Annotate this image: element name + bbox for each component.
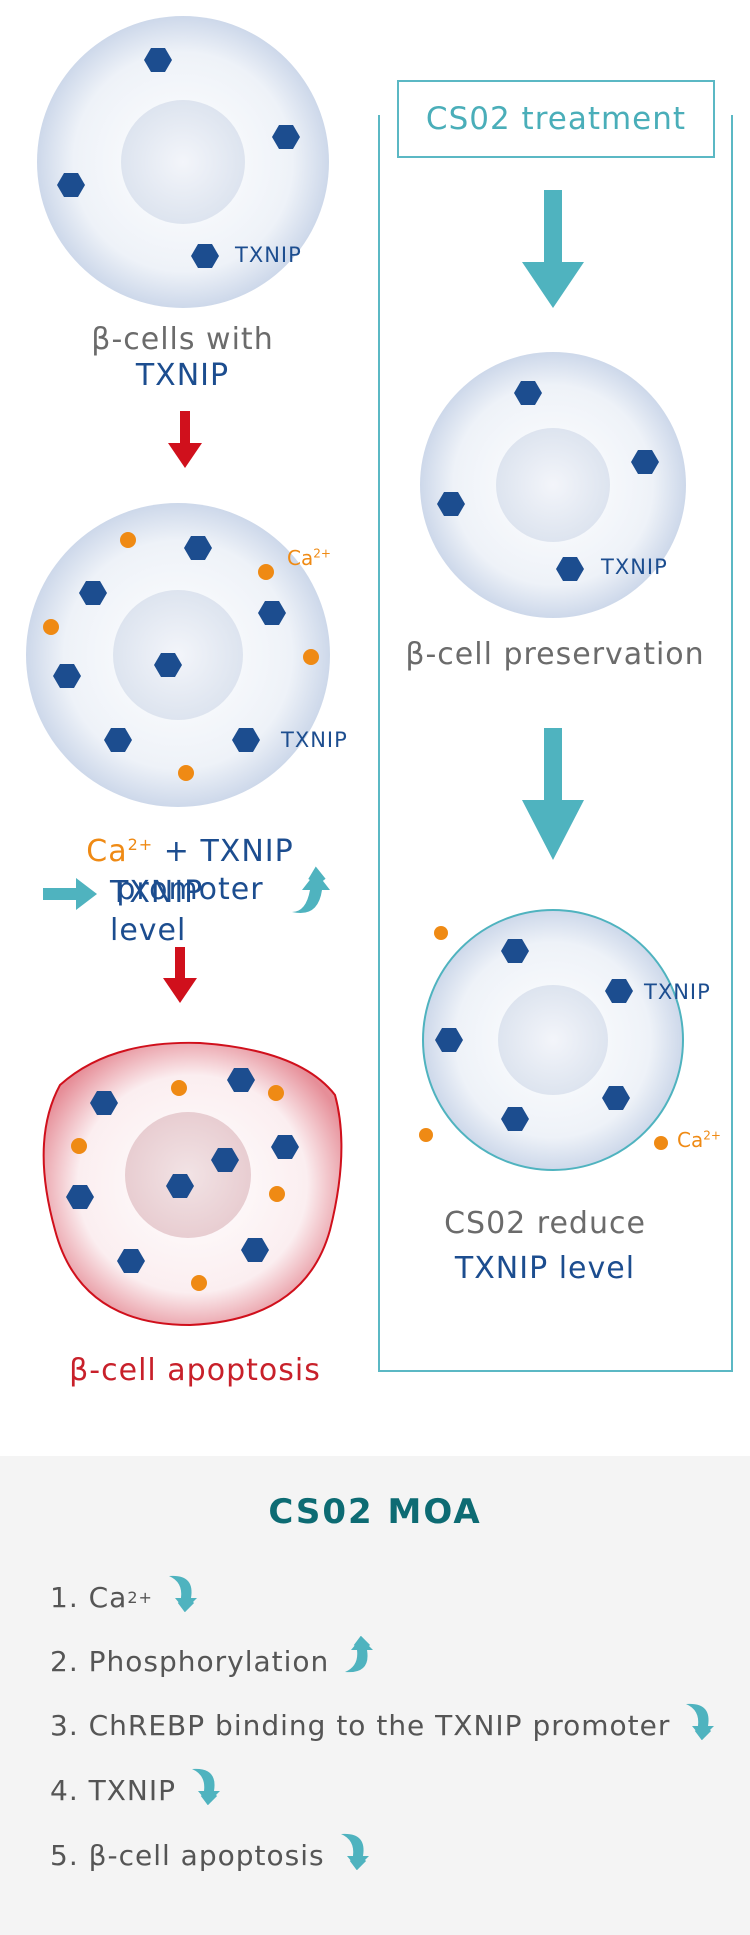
cell3-caption: β-cell apoptosis	[69, 1353, 321, 1388]
cell1-caption-line1: β-cells with	[91, 322, 274, 357]
reduced-txnip-beta-cell	[419, 909, 684, 1171]
moa-item-5: 5. β-cell apoptosis	[50, 1830, 373, 1881]
cell2-caption-line2: TXNIP level	[110, 875, 204, 948]
decrease-icon	[167, 1572, 201, 1623]
moa-item-3: 3. ChREBP binding to the TXNIP promoter	[50, 1700, 718, 1751]
moa-title: CS02 MOA	[268, 1492, 482, 1532]
moa-section	[0, 1456, 750, 1935]
diagram-graphics	[26, 16, 686, 1327]
apoptotic-beta-cell	[42, 1041, 343, 1327]
decrease-icon	[190, 1765, 224, 1816]
decrease-icon	[684, 1700, 718, 1751]
increase-icon	[292, 866, 330, 914]
reduce-caption-line2: TXNIP level	[454, 1251, 636, 1286]
txnip-label: TXNIP	[235, 243, 302, 267]
teal-right-arrow	[43, 878, 97, 910]
red-down-arrow-2	[163, 947, 197, 1003]
moa-item-4: 4. TXNIP	[50, 1765, 224, 1816]
treatment-panel	[378, 115, 733, 1372]
treatment-label: CS02 treatment	[397, 80, 715, 158]
increase-icon	[343, 1635, 377, 1687]
red-down-arrow-1	[168, 411, 202, 468]
reduce-caption-line1: CS02 reduce	[444, 1206, 646, 1241]
preserved-beta-cell	[420, 352, 686, 618]
ca-label: Ca2+	[677, 1128, 721, 1152]
cell2-caption-line1: Ca2+ + TXNIP promoter	[86, 834, 294, 907]
cell1-caption-line2: TXNIP	[135, 358, 230, 393]
txnip-label: TXNIP	[644, 980, 711, 1004]
beta-cell-with-txnip	[37, 16, 329, 308]
decrease-icon	[339, 1830, 373, 1881]
beta-cell-with-ca-txnip	[26, 503, 330, 807]
teal-down-arrow-2	[522, 728, 584, 860]
preservation-caption: β-cell preservation	[405, 637, 705, 672]
teal-down-arrow-1	[522, 190, 584, 308]
moa-item-2: 2. Phosphorylation	[50, 1635, 377, 1687]
ca-label: Ca2+	[287, 546, 331, 570]
txnip-label: TXNIP	[281, 728, 348, 752]
txnip-label: TXNIP	[601, 555, 668, 579]
